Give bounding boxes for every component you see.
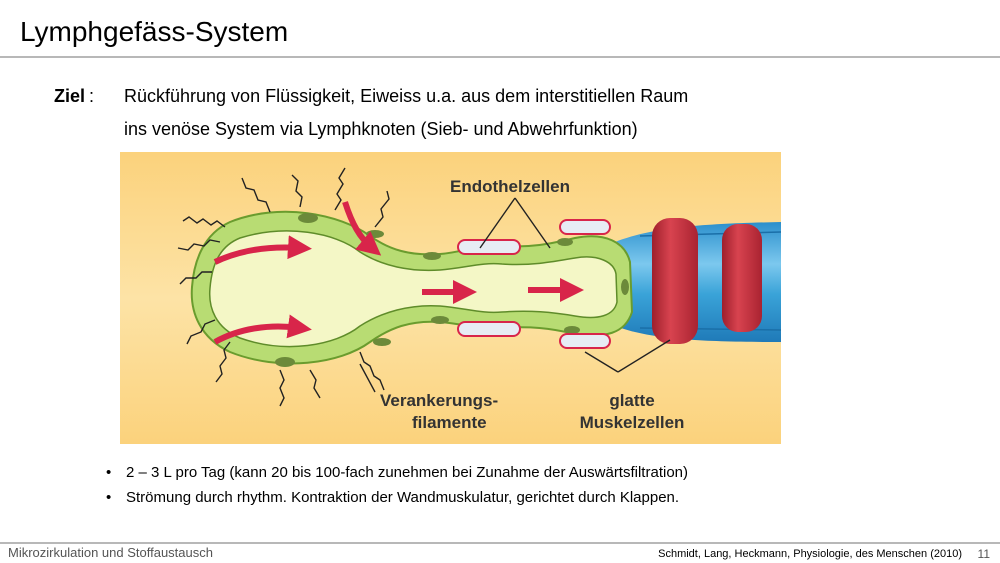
goal-label: Ziel (54, 86, 86, 106)
muscle-ring-2 (722, 224, 762, 332)
label-muskelzellen: Muskelzellen (580, 413, 685, 432)
footer-citation: Schmidt, Lang, Heckmann, Physiologie, de… (658, 548, 962, 560)
footer-section-title: Mikrozirkulation und Stoffaustausch (8, 545, 213, 560)
slide-title: Lymphgefäss-System (20, 16, 289, 47)
footer-divider (0, 542, 1000, 544)
lymph-vessel-illustration: Endothelzellen Verankerungs- filamente g… (120, 152, 781, 444)
label-glatte: glatte (609, 391, 654, 410)
goal-colon: : (89, 86, 95, 106)
goal-line-1: Rückführung von Flüssigkeit, Eiweiss u.a… (124, 86, 689, 106)
muscle-ring-1 (652, 218, 698, 344)
label-verankerungs: Verankerungs- (380, 391, 498, 410)
bullet-item-1: 2 – 3 L pro Tag (kann 20 bis 100-fach zu… (104, 460, 974, 485)
label-filamente: filamente (412, 413, 487, 432)
title-divider (0, 56, 1000, 58)
bullet-list: 2 – 3 L pro Tag (kann 20 bis 100-fach zu… (104, 460, 974, 510)
goal-line-2: ins venöse System via Lymphknoten (Sieb-… (124, 119, 638, 139)
goal-text: Rückführung von Flüssigkeit, Eiweiss u.a… (124, 80, 824, 146)
lymph-vessel-figure: Endothelzellen Verankerungs- filamente g… (120, 152, 781, 444)
label-endothelzellen: Endothelzellen (450, 177, 570, 196)
page-number: 11 (977, 547, 990, 561)
bullet-item-2: Strömung durch rhythm. Kontraktion der W… (104, 485, 974, 510)
